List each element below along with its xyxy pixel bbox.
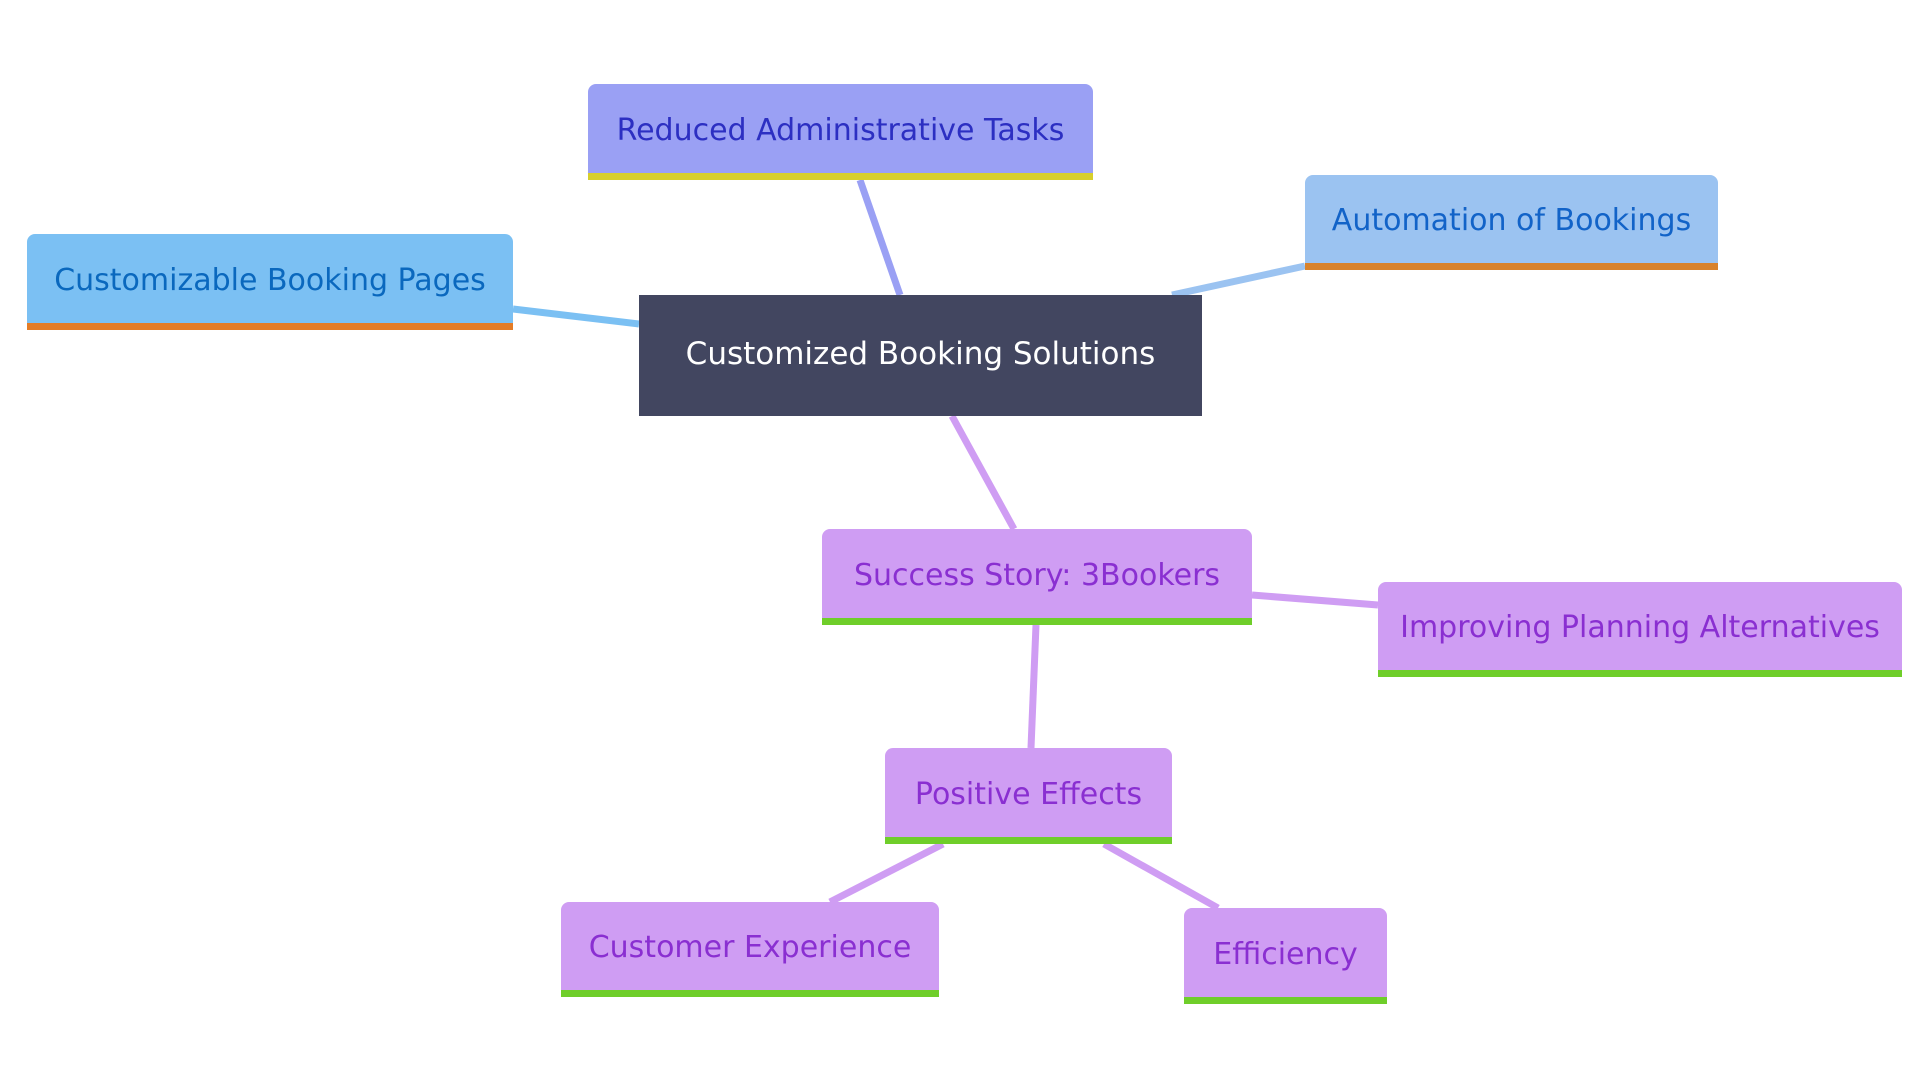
node-label: Positive Effects (914, 776, 1143, 812)
node-underline (561, 990, 939, 997)
node-reduced-administrative-tasks[interactable]: Reduced Administrative Tasks (588, 84, 1093, 180)
node-underline (885, 837, 1172, 844)
node-underline (1378, 670, 1902, 677)
node-customer-experience[interactable]: Customer Experience (561, 902, 939, 997)
node-underline (1305, 263, 1718, 270)
node-label: Automation of Bookings (1331, 203, 1692, 238)
edge-positive-to-efficiency (1102, 840, 1220, 912)
edge-root-to-automation (1171, 262, 1306, 299)
node-label: Customizable Booking Pages (54, 262, 486, 298)
node-label: Customer Experience (588, 930, 912, 965)
node-label: Customized Booking Solutions (685, 335, 1156, 372)
node-underline (822, 618, 1252, 625)
node-underline (1184, 997, 1387, 1004)
node-label: Efficiency (1213, 936, 1358, 972)
node-customizable-booking-pages[interactable]: Customizable Booking Pages (27, 234, 513, 330)
node-label: Success Story: 3Bookers (853, 557, 1221, 593)
edge-positive-to-customer (828, 840, 945, 906)
edge-success-to-positive (1027, 624, 1040, 749)
node-automation-of-bookings[interactable]: Automation of Bookings (1305, 175, 1718, 270)
edge-success-to-improving (1251, 591, 1379, 609)
node-label: Reduced Administrative Tasks (616, 112, 1065, 148)
node-improving-planning-alternatives[interactable]: Improving Planning Alternatives (1378, 582, 1902, 677)
node-efficiency[interactable]: Efficiency (1184, 908, 1387, 1004)
edge-root-to-customizable (512, 305, 640, 328)
node-positive-effects[interactable]: Positive Effects (885, 748, 1172, 844)
node-label: Improving Planning Alternatives (1400, 610, 1880, 645)
node-root-customized-booking-solutions[interactable]: Customized Booking Solutions (639, 295, 1202, 416)
edge-root-to-reduced (856, 178, 904, 297)
node-underline (27, 323, 513, 330)
node-success-story-3bookers[interactable]: Success Story: 3Bookers (822, 529, 1252, 625)
node-underline (588, 173, 1093, 180)
edge-root-to-success (948, 414, 1018, 531)
